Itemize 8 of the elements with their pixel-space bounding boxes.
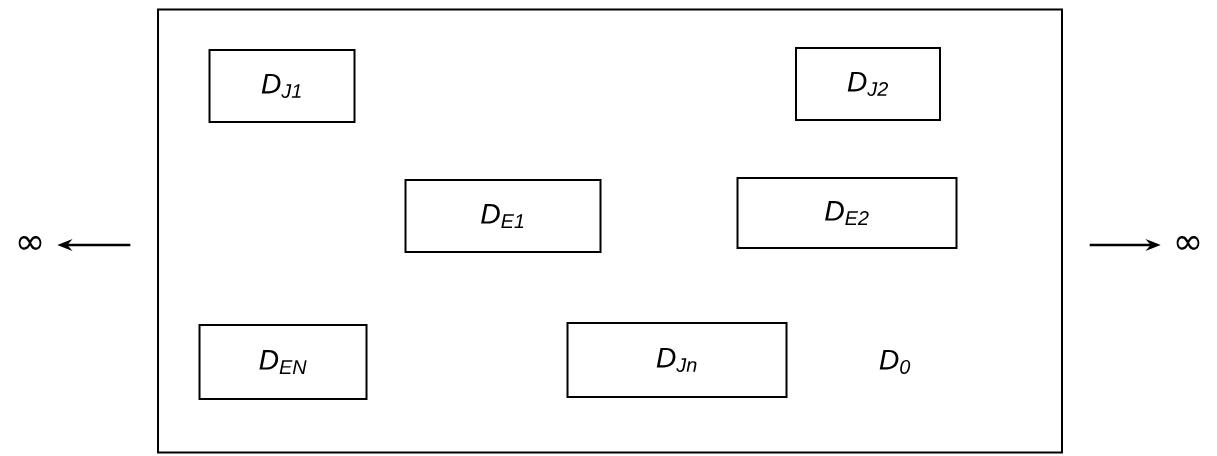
subdomain-box: D$_{J2}$ <box>795 47 941 121</box>
subdomain-box: D$_{Jn}$ <box>566 322 788 398</box>
subdomain-box: D$_{E2}$ <box>736 177 958 249</box>
infinity-symbol: ∞ <box>18 236 42 250</box>
subdomain-box: D$_{J1}$ <box>208 49 356 123</box>
infinity-symbol: ∞ <box>1176 236 1200 250</box>
subdomain-box: D$_{EN}$ <box>198 324 368 400</box>
subdomain-box: D$_{E1}$ <box>404 179 602 253</box>
